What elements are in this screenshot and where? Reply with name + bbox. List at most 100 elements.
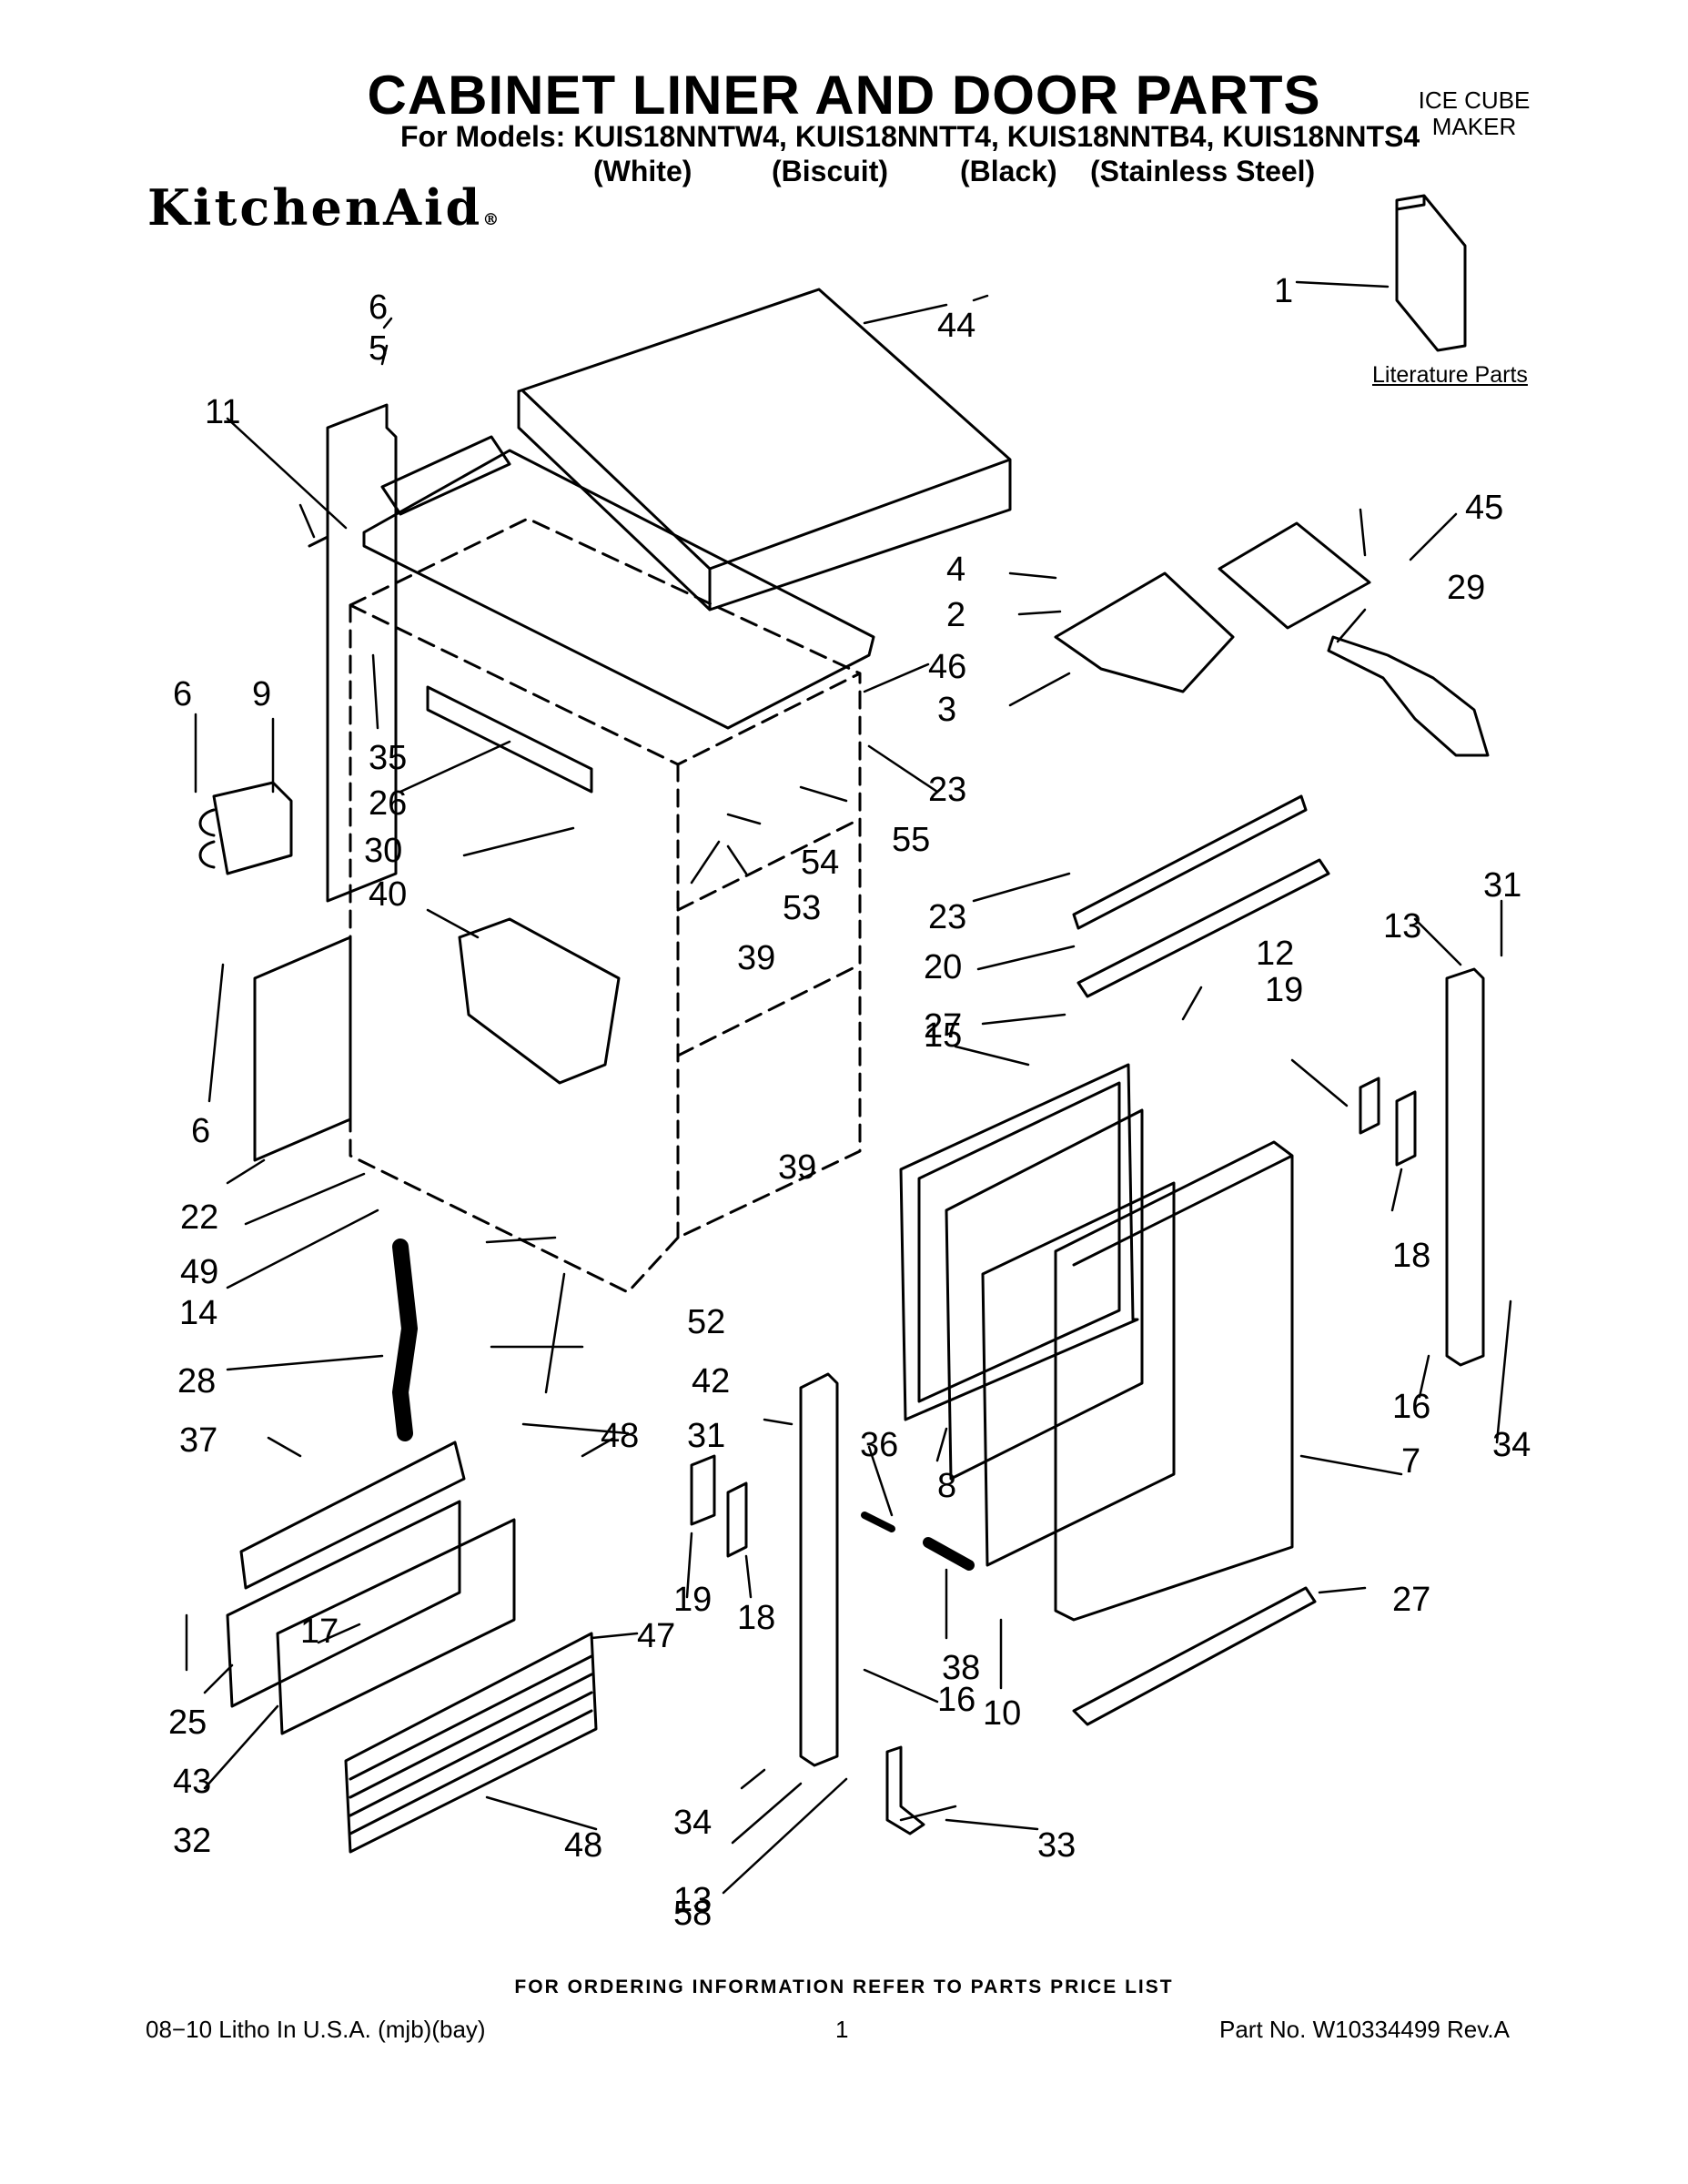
callout-52: 52: [687, 1303, 725, 1341]
registered-mark: ®: [482, 210, 500, 229]
part-numbers: 1 2 3 4 5 6 6 6 7 8 9 10 11 12 13 13 14 …: [168, 272, 1531, 1933]
cabinet-outline: [349, 517, 862, 1294]
callout-38: 38: [942, 1649, 980, 1687]
bottom-trim: [1072, 1586, 1317, 1726]
callout-22: 22: [180, 1198, 218, 1237]
callout-43: 43: [173, 1763, 211, 1801]
callout-33: 33: [1037, 1826, 1076, 1865]
callout-48-bottom: 48: [564, 1826, 602, 1865]
callout-1: 1: [1274, 272, 1293, 310]
door-panel: [1054, 1140, 1294, 1622]
callout-13-left: 13: [673, 1881, 712, 1919]
callout-29: 29: [1447, 569, 1485, 607]
top-panel: [517, 288, 1012, 612]
callout-27-bottom: 27: [1392, 1581, 1430, 1619]
callout-23-top: 23: [928, 771, 966, 809]
support-rail: [426, 685, 593, 794]
door-stop: [885, 1745, 925, 1835]
hinge-bracket-left: [198, 781, 293, 875]
callout-3: 3: [937, 691, 956, 729]
callout-10: 10: [983, 1694, 1021, 1733]
callout-31-right: 31: [1483, 866, 1521, 905]
brand-logo: KitchenAid®: [147, 178, 499, 237]
callout-34-right: 34: [1492, 1426, 1531, 1464]
door-gasket: [899, 1063, 1139, 1421]
callout-28: 28: [177, 1362, 216, 1400]
callout-39-lower: 39: [778, 1148, 816, 1187]
callout-32: 32: [173, 1822, 211, 1860]
leader-lines: [185, 280, 1512, 1895]
callout-6-mid: 6: [173, 675, 192, 713]
callout-18-left: 18: [737, 1599, 775, 1637]
callout-17: 17: [300, 1613, 339, 1651]
grille: [344, 1632, 598, 1854]
liner-top-frame: [362, 449, 875, 730]
ice-bin-tray: [458, 917, 621, 1085]
color-biscuit: (Biscuit): [772, 155, 888, 187]
callout-47: 47: [637, 1617, 675, 1655]
front-filter: [226, 1500, 461, 1708]
callout-15: 15: [924, 1016, 962, 1055]
callout-40: 40: [369, 875, 407, 914]
callout-35: 35: [369, 739, 407, 777]
callout-27-top: 27: [924, 1007, 962, 1046]
part-drawings: [198, 194, 1490, 1854]
literature-parts-label: Literature Parts: [1372, 362, 1528, 388]
callout-45: 45: [1465, 489, 1503, 527]
callout-13-right: 13: [1383, 907, 1421, 945]
callout-14: 14: [179, 1294, 217, 1332]
callout-46: 46: [928, 648, 966, 686]
literature-booklet: [1395, 194, 1467, 352]
color-black: (Black): [960, 155, 1057, 187]
product-line-1: ICE CUBE: [1418, 86, 1531, 114]
hinge-rail-right: [1445, 967, 1485, 1367]
callout-30: 30: [364, 832, 402, 870]
callout-7: 7: [1401, 1442, 1420, 1481]
callout-55: 55: [892, 821, 930, 859]
callout-5: 5: [369, 329, 388, 368]
callout-9: 9: [252, 675, 271, 713]
door-top-strip: [1072, 794, 1330, 998]
callout-54: 54: [801, 844, 839, 882]
callout-42: 42: [692, 1362, 730, 1400]
callout-4: 4: [946, 551, 965, 589]
callout-20: 20: [924, 948, 962, 986]
callout-19-left: 19: [673, 1581, 712, 1619]
callout-44: 44: [937, 307, 975, 345]
callout-48-top: 48: [601, 1417, 639, 1455]
drain-hose: [392, 1239, 418, 1441]
product-line-2: MAKER: [1431, 113, 1517, 140]
ice-scoop: [1327, 635, 1490, 757]
litho-info: 08−10 Litho In U.S.A. (mjb)(bay): [146, 2016, 486, 2043]
callout-19-right: 19: [1265, 971, 1303, 1009]
callout-6-low: 6: [191, 1112, 210, 1150]
color-stainless: (Stainless Steel): [1090, 155, 1316, 187]
callout-34-left: 34: [673, 1804, 712, 1842]
callout-31-left: 31: [687, 1417, 725, 1455]
part-number: Part No. W10334499 Rev.A: [1219, 2016, 1510, 2043]
callout-16-left: 16: [937, 1681, 975, 1719]
kick-plate: [276, 1518, 516, 1735]
door-liner: [945, 1108, 1176, 1567]
callout-16-right: 16: [1392, 1388, 1430, 1426]
callout-25: 25: [168, 1704, 207, 1742]
callout-6-top: 6: [369, 288, 388, 327]
left-side-bracket: [308, 403, 398, 903]
callout-11: 11: [205, 393, 240, 431]
rear-panel: [253, 935, 352, 1162]
callout-2: 2: [946, 596, 965, 634]
hinge-rail-left: [799, 1372, 839, 1767]
spring: [861, 1512, 895, 1532]
callout-49: 49: [180, 1253, 218, 1291]
scoop-holder: [1054, 571, 1235, 693]
callout-12: 12: [1256, 935, 1294, 973]
callout-53: 53: [783, 889, 821, 927]
product-type: ICE CUBE MAKER: [1392, 87, 1556, 140]
model-list: For Models: KUIS18NNTW4, KUIS18NNTT4, KU…: [400, 120, 1420, 153]
small-bracket: [690, 1454, 748, 1558]
color-white: (White): [593, 155, 692, 187]
brand-name: KitchenAid: [147, 178, 483, 237]
gasket-plate: [1218, 521, 1371, 630]
page-title: CABINET LINER AND DOOR PARTS: [367, 65, 1321, 126]
